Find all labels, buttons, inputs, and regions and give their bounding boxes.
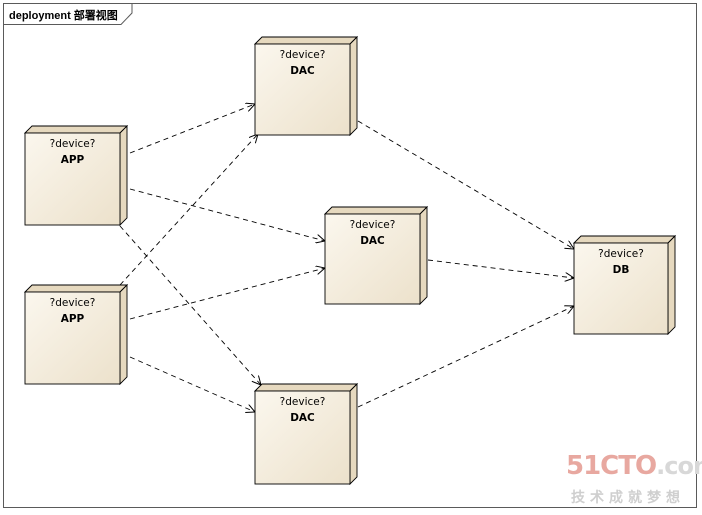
node-name: DAC xyxy=(360,235,385,247)
node-top-face xyxy=(572,235,677,244)
dependency-arrow-dac3-to-db xyxy=(357,306,574,408)
node-app1[interactable]: ?device? APP xyxy=(23,124,129,227)
dependency-arrow-dac2-to-db xyxy=(427,259,574,278)
node-dac3[interactable]: ?device? DAC xyxy=(253,382,359,486)
watermark-suffix: .com xyxy=(656,452,702,480)
node-side-face xyxy=(349,382,358,486)
node-name: DB xyxy=(613,264,630,276)
watermark-logo: 51CTO.com xyxy=(566,451,702,481)
node-name: DAC xyxy=(290,412,315,424)
watermark-slogan: 技术成就梦想 xyxy=(571,490,685,506)
node-stereotype: ?device? xyxy=(50,297,96,309)
node-name: DAC xyxy=(290,65,315,77)
node-front-face xyxy=(24,132,121,226)
node-dac1[interactable]: ?device? DAC xyxy=(253,35,359,137)
node-front-face xyxy=(254,43,351,136)
node-app2[interactable]: ?device? APP xyxy=(23,283,129,386)
node-front-face xyxy=(254,390,351,485)
node-front-face xyxy=(324,213,421,305)
node-side-face xyxy=(419,205,428,306)
node-stereotype: ?device? xyxy=(50,138,96,150)
diagram-title: deployment 部署视图 xyxy=(9,10,118,22)
node-top-face xyxy=(23,125,129,134)
node-side-face xyxy=(667,234,676,336)
node-front-face xyxy=(573,242,669,335)
watermark-main: 51CTO xyxy=(566,451,657,481)
dependency-arrow-app1-to-dac3 xyxy=(119,225,261,385)
node-stereotype: ?device? xyxy=(598,248,644,260)
node-top-face xyxy=(253,36,359,45)
device-nodes: ?device?APP?device?APP?device?DAC?device… xyxy=(23,35,677,486)
dependency-edges xyxy=(119,104,574,412)
dependency-arrow-app1-to-dac1 xyxy=(129,104,255,154)
node-side-face xyxy=(119,124,128,227)
dependency-arrow-app2-to-dac2 xyxy=(129,268,325,320)
node-stereotype: ?device? xyxy=(280,396,326,408)
node-db[interactable]: ?device? DB xyxy=(572,234,677,336)
title-tab-outline xyxy=(3,3,133,25)
node-name: APP xyxy=(61,313,85,325)
node-dac2[interactable]: ?device? DAC xyxy=(323,205,429,306)
dependency-arrow-app2-to-dac1 xyxy=(119,134,258,286)
node-top-face xyxy=(253,383,359,392)
node-stereotype: ?device? xyxy=(350,219,396,231)
node-top-face xyxy=(323,206,429,215)
dependency-arrow-app2-to-dac3 xyxy=(129,356,255,412)
node-stereotype: ?device? xyxy=(280,49,326,61)
node-name: APP xyxy=(61,154,85,166)
diagram-title-tab: deployment 部署视图 xyxy=(3,3,133,25)
node-top-face xyxy=(23,284,129,293)
node-front-face xyxy=(24,291,121,385)
node-side-face xyxy=(349,35,358,137)
node-side-face xyxy=(119,283,128,386)
dependency-arrow-dac1-to-db xyxy=(357,120,574,249)
dependency-arrow-app1-to-dac2 xyxy=(129,188,325,241)
